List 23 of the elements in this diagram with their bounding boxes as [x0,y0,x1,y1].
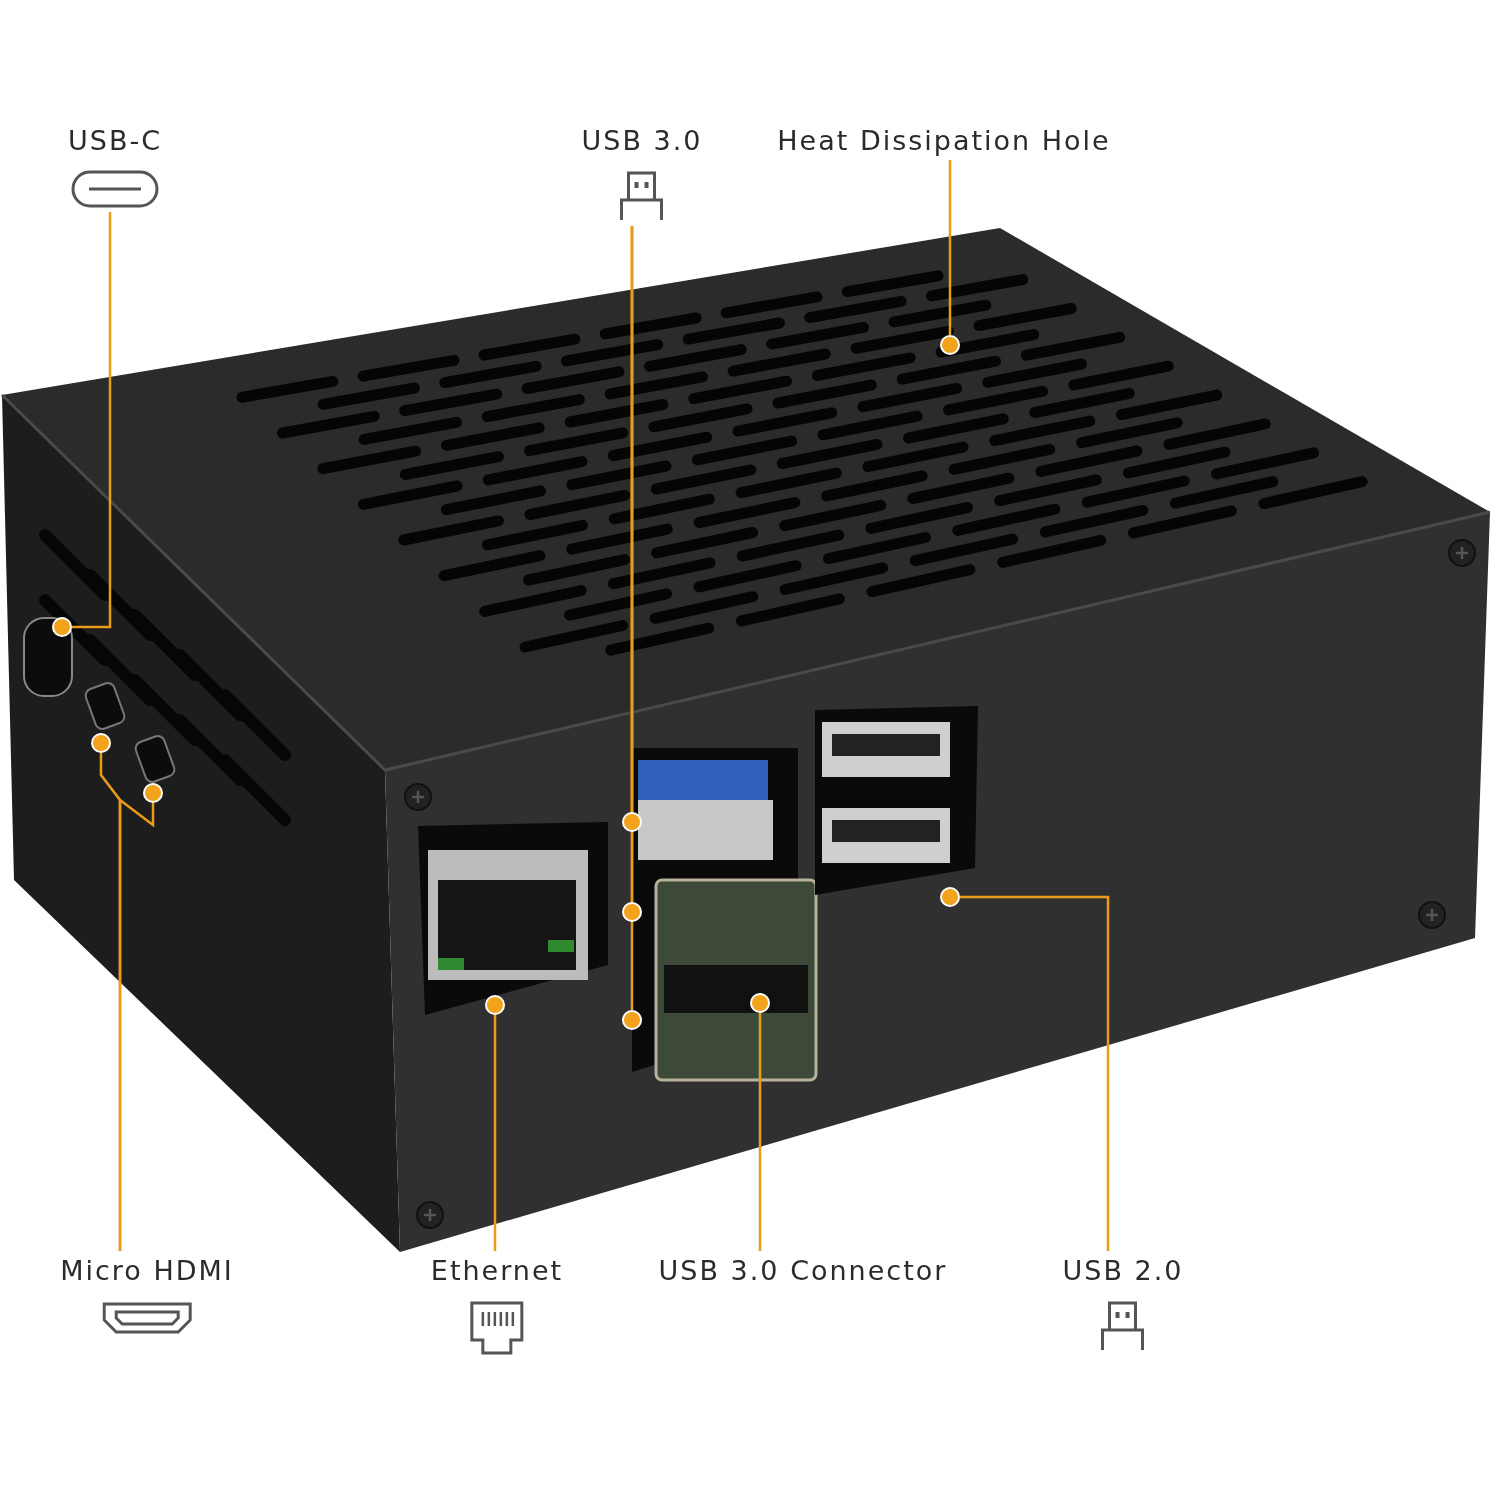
port-label: Heat Dissipation Hole [777,125,1111,156]
port-label: Ethernet [430,1255,564,1286]
port-label: USB 3.0 [581,125,703,156]
port-label: USB 2.0 [1062,1255,1184,1286]
target-dot [624,904,640,920]
port-label: Micro HDMI [60,1255,234,1286]
port-label: USB-C [68,125,162,156]
target-dot [624,1012,640,1028]
target-dot [752,995,768,1011]
target-dot [942,889,958,905]
leader-line [758,1013,762,1251]
leader-line [493,1015,497,1251]
leader-line [118,797,155,1251]
port-label: USB 3.0 Connector [658,1255,948,1286]
target-dot [942,337,958,353]
target-dot [93,735,109,751]
leader-line [960,895,1110,1251]
target-dot [487,997,503,1013]
target-dot [624,814,640,830]
target-dot [54,619,70,635]
leader-line [948,160,952,335]
leader-line [72,212,112,629]
target-dot [145,785,161,801]
